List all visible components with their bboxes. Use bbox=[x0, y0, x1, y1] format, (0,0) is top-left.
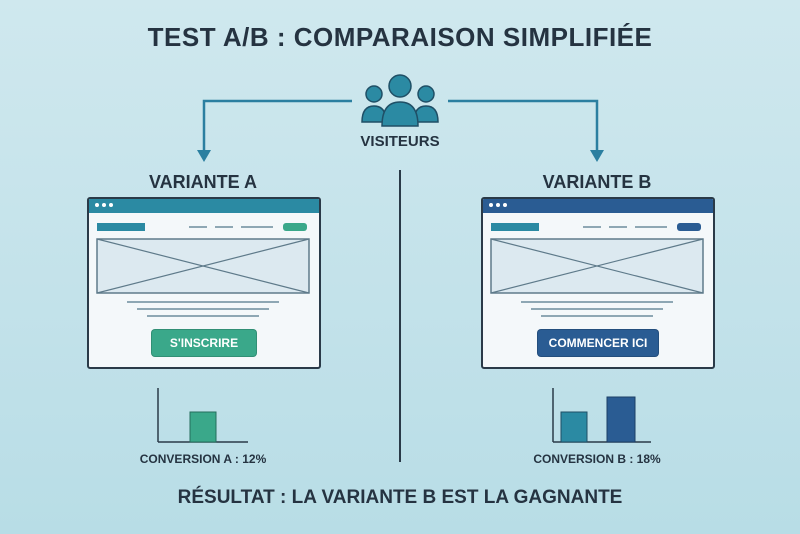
visitors-label: VISITEURS bbox=[360, 133, 440, 150]
variant-a-chart bbox=[157, 388, 248, 443]
variant-a-browser: S'INSCRIRE bbox=[87, 197, 321, 369]
variant-a-browser-bar bbox=[89, 199, 319, 213]
variant-b-chart bbox=[552, 388, 651, 443]
variant-a-bar bbox=[189, 411, 217, 443]
people-group-icon bbox=[361, 74, 439, 127]
logo-placeholder bbox=[491, 223, 539, 231]
window-dot-icon bbox=[109, 203, 113, 207]
start-here-button[interactable]: COMMENCER ICI bbox=[537, 329, 659, 357]
conversion-a-label: CONVERSION A : 12% bbox=[139, 452, 267, 466]
nav-button-placeholder bbox=[283, 223, 307, 231]
window-dot-icon bbox=[503, 203, 507, 207]
arrow-head-b bbox=[590, 150, 604, 162]
variant-b-bar-2 bbox=[606, 396, 636, 443]
page-title: TEST A/B : COMPARAISON SIMPLIFIÉE bbox=[147, 22, 653, 52]
variant-b-bar-1 bbox=[560, 411, 588, 443]
window-dot-icon bbox=[95, 203, 99, 207]
conversion-b-label: CONVERSION B : 18% bbox=[533, 452, 661, 466]
arrow-head-a bbox=[197, 150, 211, 162]
window-dot-icon bbox=[489, 203, 493, 207]
signup-button[interactable]: S'INSCRIRE bbox=[151, 329, 257, 357]
variant-a-wireframe bbox=[96, 223, 310, 317]
variant-b-browser: COMMENCER ICI bbox=[481, 197, 715, 369]
center-divider bbox=[399, 170, 401, 462]
variant-b-browser-bar bbox=[483, 199, 713, 213]
arrow-to-variant-b bbox=[448, 99, 599, 152]
variant-b-title: VARIANTE B bbox=[542, 172, 652, 192]
arrow-to-variant-a bbox=[202, 99, 352, 152]
variant-a-title: VARIANTE A bbox=[149, 172, 257, 192]
variant-b-wireframe bbox=[490, 223, 704, 317]
logo-placeholder bbox=[97, 223, 145, 231]
result-text: RÉSULTAT : LA VARIANTE B EST LA GAGNANTE bbox=[177, 487, 623, 508]
window-dot-icon bbox=[102, 203, 106, 207]
window-dot-icon bbox=[496, 203, 500, 207]
nav-button-placeholder bbox=[677, 223, 701, 231]
